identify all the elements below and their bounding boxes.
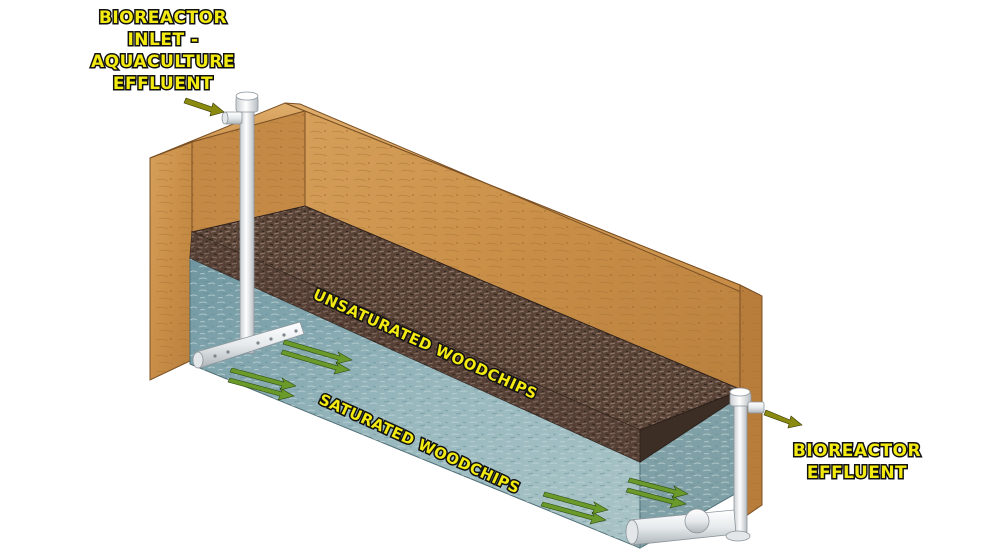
- inlet-callout-arrow: [183, 97, 225, 117]
- wood-frame: [149, 102, 763, 521]
- outlet-callout-arrow: [763, 409, 803, 429]
- inlet-label-line2: INLET -: [127, 30, 198, 50]
- flow-arrow: [280, 349, 351, 375]
- outlet-label-line2: EFFLUENT: [807, 463, 907, 483]
- inlet-label: BIOREACTOR INLET - AQUACULTURE EFFLUENT: [90, 7, 236, 96]
- flow-arrow: [625, 487, 687, 509]
- flow-arrow: [627, 477, 689, 499]
- outlet-riser: [733, 399, 748, 533]
- flow-arrows-inlet: [227, 339, 353, 401]
- inlet-pipe: [192, 91, 305, 369]
- outlet-label: BIOREACTOR EFFLUENT: [791, 440, 922, 485]
- flow-arrow: [229, 367, 297, 391]
- inlet-label-line4: EFFLUENT: [113, 74, 213, 94]
- flow-arrows-outlet: [540, 477, 689, 525]
- unsaturated-zone: [189, 205, 744, 463]
- flow-arrow: [282, 339, 353, 365]
- outlet-pipe: [625, 387, 765, 546]
- inlet-label-line1: BIOREACTOR: [99, 8, 227, 28]
- outlet-label-line1: BIOREACTOR: [793, 441, 921, 461]
- flow-arrow: [540, 501, 607, 525]
- flow-arrow: [542, 491, 609, 515]
- inlet-label-line3: AQUACULTURE: [91, 52, 235, 72]
- inlet-riser: [239, 107, 255, 354]
- flow-arrow: [227, 377, 295, 401]
